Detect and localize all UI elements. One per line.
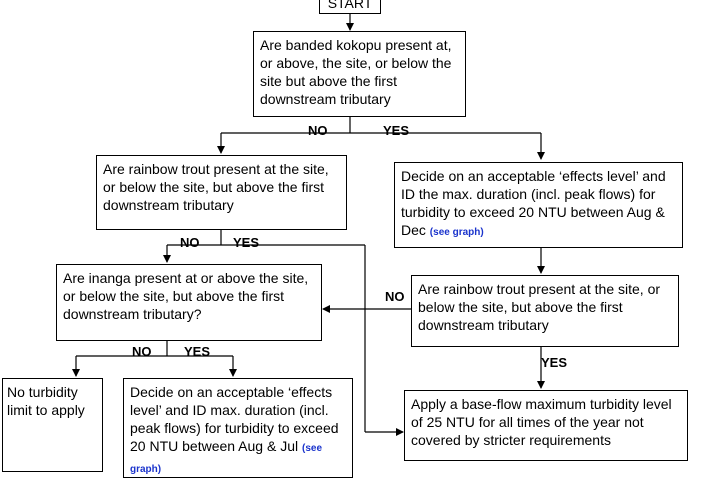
effects-dec-text: Decide on an acceptable ‘effects level’ …	[401, 168, 666, 238]
label-no-4: NO	[132, 344, 152, 359]
see-graph-link-1[interactable]: (see graph)	[429, 227, 484, 238]
label-no-1: NO	[308, 123, 328, 138]
effects-jul-text: Decide on an acceptable ‘effects level’ …	[130, 384, 339, 454]
trout-question-2: Are rainbow trout present at the site, o…	[411, 275, 679, 347]
label-yes-1: YES	[383, 123, 410, 138]
effects-level-aug-jul: Decide on an acceptable ‘effects level’ …	[123, 378, 353, 478]
trout-question-1: Are rainbow trout present at the site, o…	[96, 155, 347, 230]
trout1-text: Are rainbow trout present at the site, o…	[103, 161, 329, 213]
inanga-question: Are inanga present at or above the site,…	[56, 264, 322, 341]
kokopu-text: Are banded kokopu present at, or above, …	[260, 37, 452, 107]
label-yes-4: YES	[184, 344, 211, 359]
baseflow-turbidity: Apply a base-flow maximum turbidity leve…	[404, 390, 688, 461]
no-turbidity-limit: No turbidity limit to apply	[2, 378, 103, 472]
baseflow-text: Apply a base-flow maximum turbidity leve…	[411, 396, 672, 448]
see-graph-link-2[interactable]: (see graph)	[130, 443, 323, 475]
start-node: START	[319, 0, 381, 14]
trout2-text: Are rainbow trout present at the site, o…	[418, 281, 661, 333]
inanga-text: Are inanga present at or above the site,…	[63, 270, 309, 322]
label-no-2: NO	[180, 235, 200, 250]
label-yes-5: YES	[541, 355, 568, 370]
label-no-3: NO	[385, 289, 405, 304]
effects-level-aug-dec: Decide on an acceptable ‘effects level’ …	[394, 162, 683, 248]
start-label: START	[327, 0, 373, 11]
no-limit-text: No turbidity limit to apply	[7, 384, 85, 418]
label-yes-2: YES	[233, 235, 260, 250]
kokopu-question: Are banded kokopu present at, or above, …	[253, 31, 466, 117]
